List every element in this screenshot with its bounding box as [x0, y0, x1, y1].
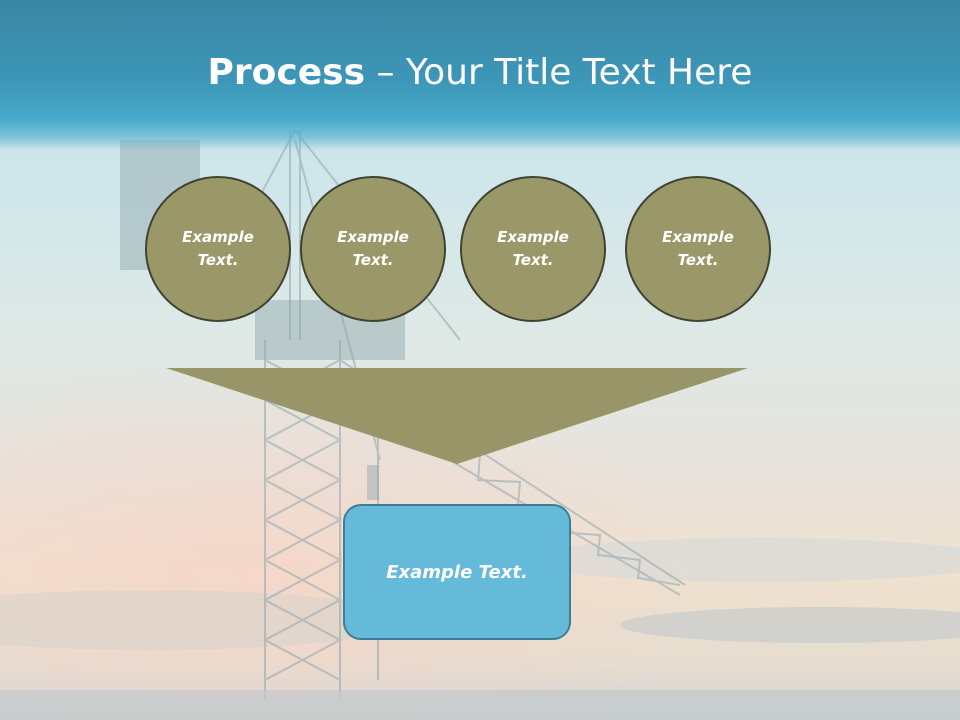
process-circle-2: Example Text. — [300, 176, 446, 322]
slide-title: Process – Your Title Text Here — [0, 52, 960, 93]
process-circle-4-text: Example Text. — [662, 228, 734, 269]
process-circle-4: Example Text. — [625, 176, 771, 322]
process-circle-3: Example Text. — [460, 176, 606, 322]
process-circle-3-text: Example Text. — [497, 228, 569, 269]
result-box-text: Example Text. — [386, 561, 528, 583]
title-bold: Process — [207, 52, 366, 93]
title-bar: Process – Your Title Text Here — [0, 0, 960, 150]
process-circle-1-text: Example Text. — [182, 228, 254, 269]
process-circle-1: Example Text. — [145, 176, 291, 322]
result-box: Example Text. — [343, 504, 571, 640]
process-circle-2-text: Example Text. — [337, 228, 409, 269]
title-rest: – Your Title Text Here — [365, 52, 753, 93]
